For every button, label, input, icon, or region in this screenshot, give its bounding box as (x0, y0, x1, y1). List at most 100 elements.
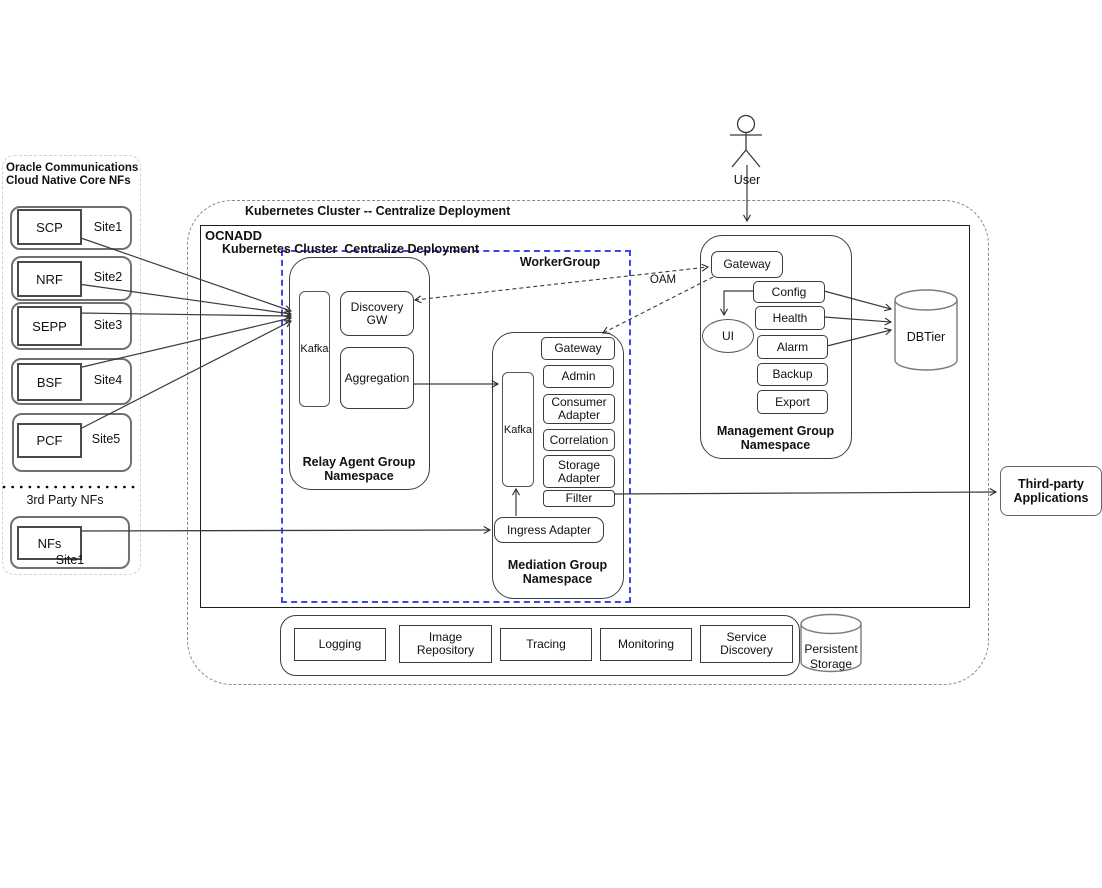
relay-kafka-node: Kafka (299, 291, 330, 407)
relay-group-name-line1: Relay Agent Group (302, 455, 416, 469)
core-nfs-title: Oracle Communications Cloud Native Core … (6, 162, 144, 188)
kubernetes-cluster-title: Kubernetes Cluster -- Centralize Deploym… (245, 204, 511, 218)
mediation-admin-node: Admin (543, 365, 614, 388)
mediation-kafka-label: Kafka (503, 423, 533, 436)
mediation-correlation-label: Correlation (549, 432, 609, 447)
management-gateway-node: Gateway (711, 251, 783, 278)
infra-monitoring-node: Monitoring (600, 628, 692, 661)
third-party-nfs-heading-text: 3rd Party NFs (26, 493, 104, 507)
site-label: Site3 (88, 318, 128, 332)
site-label-text: Site1 (55, 552, 85, 567)
third-party-apps-label: Third-party Applications (1013, 477, 1089, 505)
mediation-group-name-line1: Mediation Group (507, 558, 608, 572)
site-label: Site2 (88, 270, 128, 284)
relay-group-name-line2: Namespace (324, 469, 394, 483)
oam-label: OAM (644, 273, 682, 287)
inner-cluster-title: Kubernetes Cluster Centralize Deployment (222, 242, 480, 256)
infra-logging-node: Logging (294, 628, 386, 661)
infra-image-repository-label: Image Repository (416, 630, 475, 657)
mediation-kafka-node: Kafka (502, 372, 534, 487)
nf-site-row (10, 206, 132, 250)
site-label: Site4 (88, 373, 128, 387)
mediation-storage-adapter-label: Storage Adapter (557, 457, 601, 485)
relay-kafka-label: Kafka (300, 343, 329, 355)
management-group-name: Management Group Namespace (708, 423, 843, 453)
relay-group-name-lines: Relay Agent Group Namespace (303, 455, 416, 483)
management-backup-label: Backup (772, 367, 813, 381)
infra-logging-label: Logging (318, 637, 362, 651)
nf-node-label: BSF (36, 374, 63, 390)
persistent-storage-line1: Persistent (804, 642, 858, 656)
management-health-label: Health (772, 310, 808, 325)
mediation-admin-label: Admin (561, 369, 596, 383)
infra-monitoring-label: Monitoring (617, 637, 675, 651)
discovery-gw-label: Discovery GW (350, 299, 404, 327)
site-label-text: Site5 (91, 431, 121, 446)
site-label-text: Site3 (93, 317, 123, 332)
user-label: User (727, 173, 767, 187)
worker-group-title-text: WorkerGroup (519, 255, 601, 269)
mediation-consumer-adapter-node: Consumer Adapter (543, 394, 615, 424)
nf-node-3rdparty: NFs (17, 526, 82, 560)
third-party-nfs-heading: 3rd Party NFs (10, 493, 120, 508)
nf-node-label: SCP (36, 219, 63, 235)
infra-image-repository-node: Image Repository (399, 625, 492, 663)
dbtier-label: DBTier (896, 330, 956, 345)
ingress-adapter-label: Ingress Adapter (506, 522, 592, 537)
management-group-name-line1: Management Group (716, 424, 835, 438)
mediation-consumer-adapter-label: Consumer Adapter (551, 395, 607, 422)
site-label: Site5 (86, 432, 126, 446)
site-label-text: Site1 (93, 219, 123, 234)
infra-tracing-label: Tracing (526, 637, 566, 651)
nf-node-label: NRF (36, 271, 63, 287)
mediation-storage-adapter-node: Storage Adapter (543, 455, 615, 488)
management-config-label: Config (771, 284, 807, 299)
management-health-node: Health (755, 306, 825, 330)
management-alarm-label: Alarm (776, 339, 809, 354)
infra-service-discovery-node: Service Discovery (700, 625, 793, 663)
aggregation-node: Aggregation (340, 347, 414, 409)
aggregation-label: Aggregation (344, 370, 410, 385)
nf-node-scp: SCP (17, 209, 82, 245)
persistent-storage-label-lines: Persistent Storage (804, 642, 857, 672)
management-ui-label: UI (722, 328, 734, 343)
nf-node-nrf: NRF (17, 261, 82, 297)
site-label-text: Site4 (93, 372, 123, 387)
relay-group-name: Relay Agent Group Namespace (294, 454, 424, 484)
third-party-apps-node: Third-party Applications (1000, 466, 1102, 516)
core-nfs-title-line2: Cloud Native Core NFs (6, 175, 131, 187)
management-ui-node: UI (702, 319, 754, 353)
discovery-gw-node: Discovery GW (340, 291, 414, 336)
mediation-filter-node: Filter (543, 490, 615, 507)
mediation-filter-label: Filter (565, 491, 593, 505)
ingress-adapter-node: Ingress Adapter (494, 517, 604, 543)
mediation-group-name: Mediation Group Namespace (495, 557, 620, 587)
nf-site-row (12, 413, 132, 472)
persistent-storage-label: Persistent Storage (799, 642, 863, 672)
management-backup-node: Backup (757, 363, 828, 386)
ocnadd-title: OCNADD (205, 228, 263, 243)
core-nfs-title-line1: Oracle Communications (6, 162, 139, 174)
mediation-group-name-line2: Namespace (522, 572, 593, 586)
infra-tracing-node: Tracing (500, 628, 592, 661)
oam-label-text: OAM (649, 273, 677, 286)
mediation-correlation-node: Correlation (543, 429, 615, 451)
management-export-node: Export (757, 390, 828, 414)
nf-node-bsf: BSF (17, 363, 82, 401)
infra-service-discovery-label: Service Discovery (720, 630, 773, 657)
management-group-name-lines: Management Group Namespace (717, 424, 834, 452)
infra-services-group (280, 615, 800, 676)
persistent-storage-line2: Storage (809, 657, 852, 671)
nf-node-pcf: PCF (17, 423, 82, 458)
nf-node-label: NFs (37, 535, 62, 551)
management-config-node: Config (753, 281, 825, 303)
management-gateway-label: Gateway (723, 257, 771, 271)
nf-node-label: PCF (36, 433, 63, 448)
user-label-text: User (733, 172, 761, 187)
management-export-label: Export (775, 394, 810, 409)
nf-node-label: SEPP (32, 318, 67, 334)
worker-group-title: WorkerGroup (490, 255, 630, 270)
site-label: Site1 (44, 553, 96, 567)
management-alarm-node: Alarm (757, 335, 828, 359)
